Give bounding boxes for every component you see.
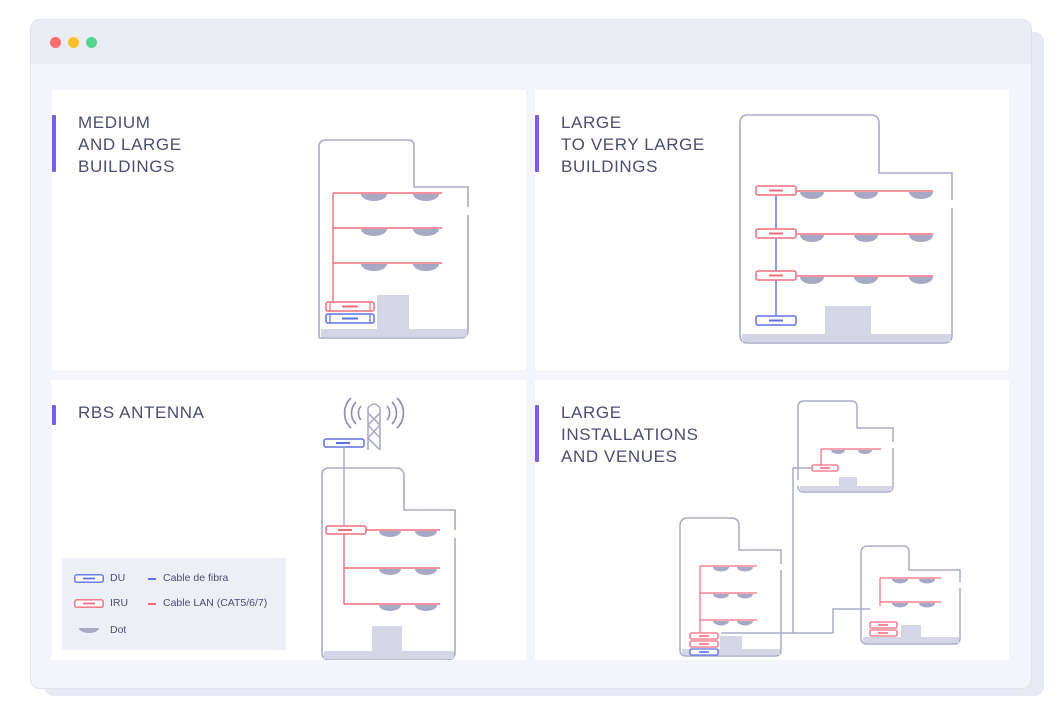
- legend-iru-label: IRU: [110, 597, 129, 609]
- title-accent-bar: [52, 405, 56, 425]
- dot-antenna-icon: [800, 235, 824, 242]
- dot-antenna-icon: [361, 264, 387, 271]
- dot-antenna-icon: [361, 194, 387, 201]
- dot-antenna-icon: [737, 594, 753, 599]
- dot-antenna-icon: [854, 192, 878, 199]
- dot-antenna-icon: [800, 277, 824, 284]
- du-unit-icon: [689, 648, 719, 656]
- ground-floor: [324, 651, 454, 659]
- window-titlebar: [31, 20, 1031, 64]
- legend-dot-label: Dot: [110, 624, 127, 636]
- dot-antenna-icon: [379, 531, 401, 537]
- legend-du-label: DU: [110, 572, 126, 584]
- campus-backbone-cable: [721, 467, 812, 634]
- building-outline: [797, 400, 894, 480]
- rbs-building-diagram: [321, 397, 456, 660]
- entrance-block: [377, 295, 409, 329]
- panel-title: RBS ANTENNA: [78, 403, 205, 422]
- du-unit-icon: [325, 313, 375, 324]
- iru-unit-icon: [755, 228, 797, 239]
- dot-antenna-icon: [361, 229, 387, 236]
- panel-medium-large-buildings: MEDIUM AND LARGE BUILDINGS: [52, 90, 526, 370]
- close-window-dot[interactable]: [50, 37, 61, 48]
- dot-antenna-icon: [415, 569, 437, 575]
- large-building-diagram: [739, 114, 953, 344]
- iru-unit-icon: [869, 621, 898, 629]
- dot-antenna-icon: [892, 603, 908, 608]
- panel-title: MEDIUM AND LARGE BUILDINGS: [78, 113, 182, 176]
- dot-antenna-icon: [413, 194, 439, 201]
- dot-antenna-icon: [909, 192, 933, 199]
- iru-unit-icon: [74, 599, 104, 608]
- title-accent-bar: [535, 405, 539, 462]
- iru-unit-icon: [689, 640, 719, 648]
- diagram-legend: DU IRU Dot Cable de fibra: [62, 558, 286, 650]
- dot-antenna-icon: [919, 579, 935, 584]
- dot-antenna-icon: [892, 579, 908, 584]
- dot-antenna-icon: [413, 264, 439, 271]
- panel-title: LARGE TO VERY LARGE BUILDINGS: [561, 113, 705, 176]
- dot-antenna-icon: [737, 567, 753, 572]
- signal-waves-icon: [343, 397, 405, 429]
- dot-antenna-icon: [79, 628, 99, 633]
- dot-antenna-icon: [379, 569, 401, 575]
- iru-unit-icon: [869, 629, 898, 637]
- panel-large-installations-venues: LARGE INSTALLATIONS AND VENUES: [535, 380, 1009, 660]
- entrance-block: [372, 626, 402, 651]
- panel-large-very-large-buildings: LARGE TO VERY LARGE BUILDINGS: [535, 90, 1009, 370]
- title-accent-bar: [535, 115, 539, 172]
- du-unit-icon: [755, 315, 797, 326]
- iru-unit-icon: [325, 301, 375, 312]
- dot-antenna-icon: [919, 603, 935, 608]
- panel-rbs-antenna: RBS ANTENNA: [52, 380, 526, 660]
- title-accent-bar: [52, 115, 56, 172]
- building-outline: [318, 139, 469, 338]
- maximize-window-dot[interactable]: [86, 37, 97, 48]
- panel-title: LARGE INSTALLATIONS AND VENUES: [561, 403, 699, 466]
- dot-antenna-icon: [737, 621, 753, 626]
- minimize-window-dot[interactable]: [68, 37, 79, 48]
- entrance-block: [825, 306, 871, 334]
- venue-campus-diagram: [679, 400, 961, 657]
- iru-unit-icon: [811, 464, 839, 472]
- iru-unit-icon: [755, 185, 797, 196]
- dot-antenna-icon: [854, 277, 878, 284]
- app-window: MEDIUM AND LARGE BUILDINGS: [30, 19, 1032, 689]
- building-outline: [860, 545, 961, 638]
- dot-antenna-icon: [831, 450, 845, 454]
- du-unit-icon: [323, 438, 365, 448]
- dot-antenna-icon: [713, 594, 729, 599]
- building-outline: [739, 114, 953, 335]
- dot-antenna-icon: [415, 605, 437, 611]
- dot-antenna-icon: [909, 277, 933, 284]
- legend-lan-label: Cable LAN (CAT5/6/7): [163, 597, 268, 609]
- medium-building-diagram: [318, 139, 469, 339]
- dot-antenna-icon: [909, 235, 933, 242]
- building-outline: [321, 467, 456, 652]
- legend-fiber-label: Cable de fibra: [163, 572, 229, 584]
- ground-floor: [742, 334, 951, 342]
- lan-line-swatch: [148, 603, 156, 605]
- iru-unit-icon: [755, 270, 797, 281]
- iru-unit-icon: [689, 632, 719, 640]
- dot-antenna-icon: [713, 621, 729, 626]
- du-unit-icon: [74, 574, 104, 583]
- dot-antenna-icon: [854, 235, 878, 242]
- dot-antenna-icon: [713, 567, 729, 572]
- dot-antenna-icon: [413, 229, 439, 236]
- dot-antenna-icon: [800, 192, 824, 199]
- building-outline: [679, 517, 782, 650]
- ground-floor: [321, 329, 467, 337]
- fiber-line-swatch: [148, 578, 156, 580]
- dot-antenna-icon: [379, 605, 401, 611]
- iru-unit-icon: [325, 525, 367, 535]
- dot-antenna-icon: [415, 531, 437, 537]
- dot-antenna-icon: [858, 450, 872, 454]
- rbs-tower-icon: [367, 403, 381, 451]
